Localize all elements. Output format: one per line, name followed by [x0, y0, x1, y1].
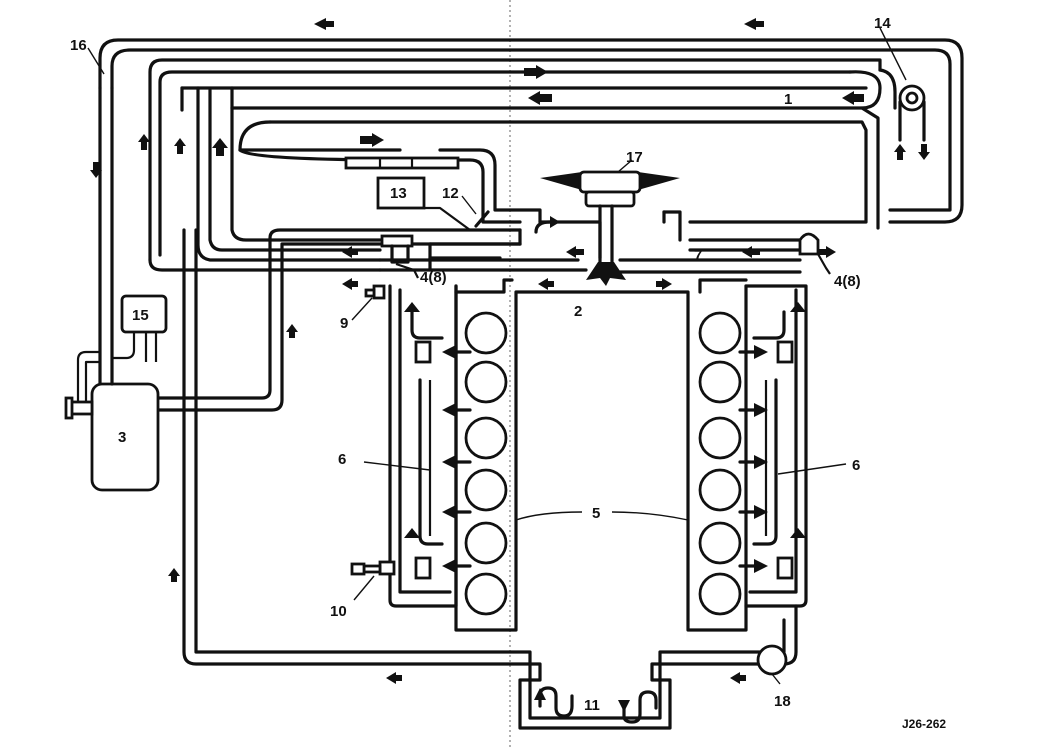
label-11: 11: [584, 697, 600, 714]
label-4-left: 4(8): [420, 269, 447, 286]
label-1: 1: [784, 91, 792, 108]
label-5: 5: [592, 505, 600, 522]
label-3: 3: [118, 429, 126, 446]
flow-arrows: [90, 18, 930, 684]
leader-lines: [87, 27, 907, 685]
cylinders-right: [698, 311, 742, 616]
engine-block: [388, 278, 808, 632]
label-4-right: 4(8): [834, 273, 861, 290]
callout-labels: 1 2 3 4(8) 4(8) 5 6 6 7 9 10 11 12 13 14…: [70, 15, 946, 731]
sensor-14: [898, 84, 926, 142]
tank-supply-line: [156, 228, 522, 412]
drain-10: [350, 560, 396, 576]
pump-manifold: [378, 238, 802, 274]
label-13: 13: [390, 185, 407, 202]
thermostat-left-4: [380, 234, 419, 279]
label-2: 2: [574, 303, 582, 320]
label-6-left: 6: [338, 451, 346, 468]
figure-code: J26-262: [902, 717, 946, 731]
radiator-1: [148, 58, 897, 262]
label-18: 18: [774, 693, 791, 710]
label-16: 16: [70, 37, 87, 54]
label-12: 12: [442, 185, 459, 202]
label-17: 17: [626, 149, 643, 166]
bank-ports: [414, 340, 794, 580]
cylinders-left: [464, 311, 508, 616]
valve-9: [364, 284, 386, 300]
heater-core-11: [534, 686, 658, 724]
fan-13: [344, 156, 490, 231]
thermostat-lines: [238, 120, 682, 260]
expansion-tank-3: [64, 86, 160, 492]
label-9: 9: [340, 315, 348, 332]
label-15: 15: [132, 307, 149, 324]
label-7: 7: [694, 247, 702, 264]
label-6-right: 6: [852, 457, 860, 474]
label-10: 10: [330, 603, 347, 620]
outer-return-line: [98, 38, 964, 224]
water-pump-fan-17: [540, 170, 680, 286]
sensor-15: [112, 294, 168, 362]
lower-return-loop: [182, 228, 798, 730]
bank-flow-arrows: [404, 302, 806, 573]
label-14: 14: [874, 15, 891, 32]
left-feed-lines: [148, 86, 382, 272]
